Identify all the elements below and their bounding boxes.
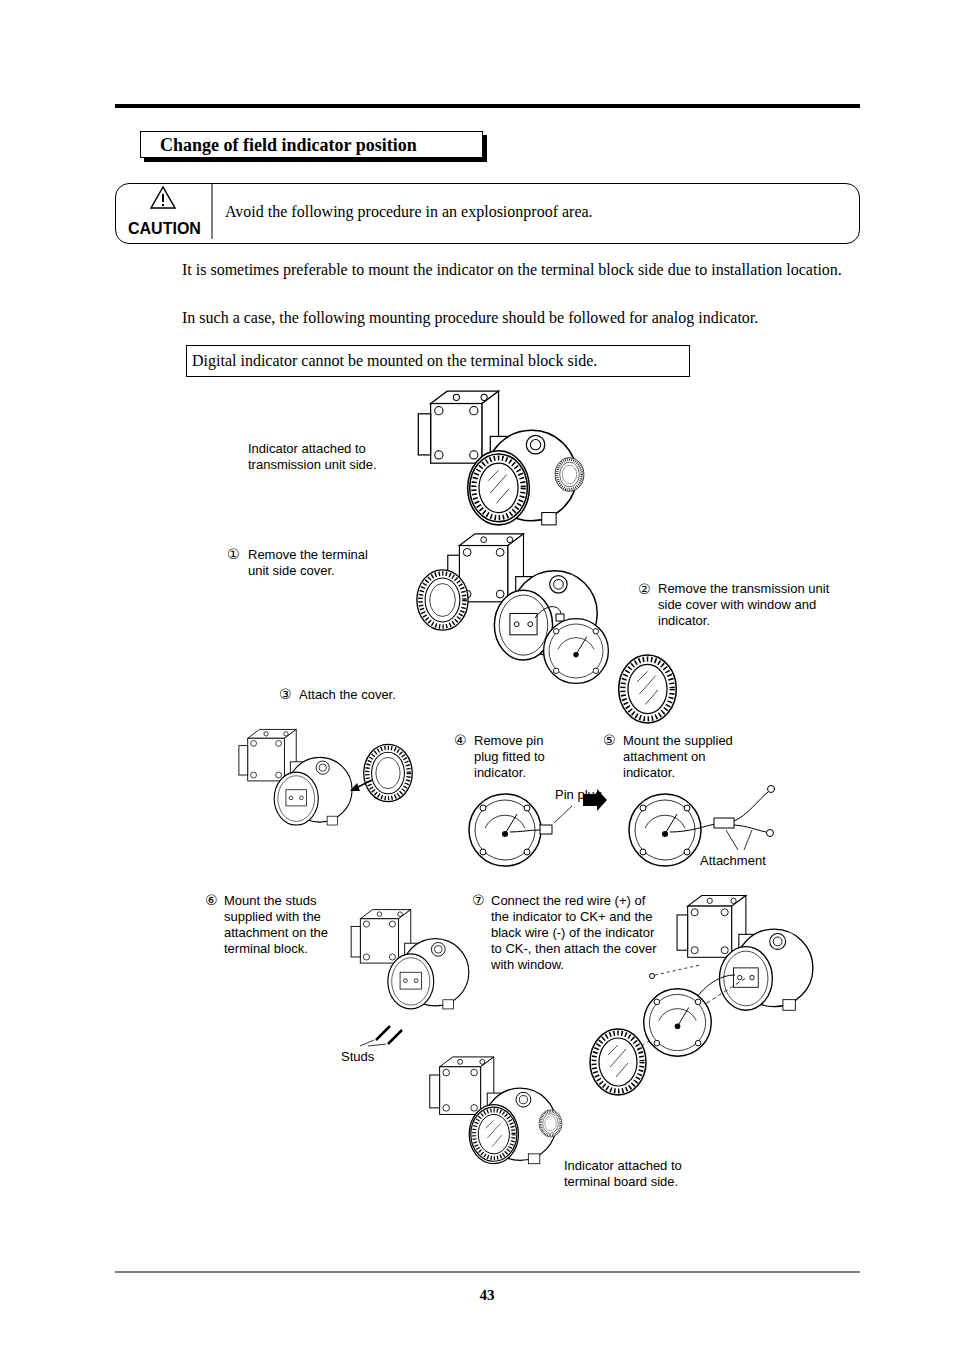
part-label: Studs — [341, 1049, 374, 1065]
step-instruction: Remove the transmission unit side cover … — [658, 581, 836, 629]
top-rule — [115, 104, 860, 108]
step-instruction: Attach the cover. — [299, 687, 396, 703]
caution-word: CAUTION — [128, 219, 201, 239]
body-text: It is sometimes preferable to mount the … — [182, 258, 858, 282]
note-box: Digital indicator cannot be mounted on t… — [186, 345, 690, 377]
caution-divider — [212, 184, 213, 239]
transmitter-figure — [418, 391, 584, 525]
callout-number: ⑤ — [603, 731, 616, 749]
step-instruction: Mount the studs supplied with the attach… — [224, 893, 338, 957]
step2-figure — [417, 534, 676, 723]
callout-number: ③ — [279, 685, 292, 703]
callout-number: ① — [227, 545, 240, 563]
caution-box: CAUTION Avoid the following procedure in … — [115, 183, 860, 244]
figure-caption: Indicator attached to terminal board sid… — [564, 1158, 704, 1190]
body-text: In such a case, the following mounting p… — [182, 306, 858, 330]
step-instruction: Mount the supplied attachment on indicat… — [623, 733, 758, 781]
bottom-rule — [115, 1272, 860, 1273]
callout-number: ④ — [454, 731, 467, 749]
callout-number: ⑦ — [472, 891, 485, 909]
title-box: Change of field indicator position — [140, 131, 483, 158]
section-title: Change of field indicator position — [160, 134, 417, 156]
figure-caption: Indicator attached to transmission unit … — [248, 441, 378, 473]
callout-number: ⑥ — [205, 891, 218, 909]
step-instruction: Remove the terminal unit side cover. — [248, 547, 390, 579]
warning-triangle — [151, 187, 175, 208]
step-instruction: Connect the red wire (+) of the indicato… — [491, 893, 661, 973]
page-number: 43 — [462, 1286, 512, 1304]
part-label: Pin plug — [555, 787, 602, 803]
callout-number: ② — [638, 580, 651, 598]
transmitter-figure — [430, 1057, 562, 1164]
step-instruction: Remove pin plug fitted to indicator. — [474, 733, 570, 781]
caution-text: Avoid the following procedure in an expl… — [225, 202, 593, 222]
step3-figure — [239, 729, 412, 825]
note-text: Digital indicator cannot be mounted on t… — [192, 351, 597, 371]
part-label: Attachment — [700, 853, 766, 869]
step6-figure — [351, 910, 469, 1046]
